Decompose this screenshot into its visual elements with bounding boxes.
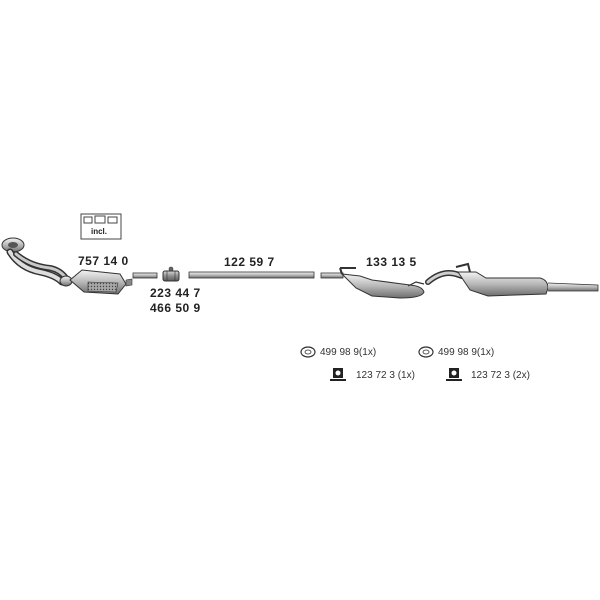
- part-number-clamp-alt: 466 50 9: [150, 301, 201, 315]
- part-number-clamp: 223 44 7: [150, 286, 201, 300]
- ring-part-number: 499 98 9(1x): [320, 347, 377, 358]
- front-pipe: [1, 237, 73, 287]
- pipe-clamp: [162, 266, 180, 282]
- catalytic-converter: [69, 269, 133, 295]
- gasket-kit-icon: [80, 213, 122, 240]
- rubber-ring-icon: [418, 346, 434, 358]
- hanger-part-number: 123 72 3 (2x): [471, 370, 530, 381]
- middle-pipe: [188, 271, 315, 279]
- rear-silencer: [425, 262, 599, 297]
- part-number-middle-pipe: 122 59 7: [224, 255, 275, 269]
- rubber-ring-icon: [300, 346, 316, 358]
- center-silencer: [320, 267, 425, 299]
- part-number-center-silencer: 133 13 5: [366, 255, 417, 269]
- hanger-part-number: 123 72 3 (1x): [356, 370, 415, 381]
- ring-part-number: 499 98 9(1x): [438, 347, 495, 358]
- included-note: incl.: [91, 227, 108, 236]
- rubber-hanger-icon: [446, 368, 462, 381]
- rubber-hanger-icon: [330, 368, 346, 381]
- part-number-catalytic-converter: 757 14 0: [78, 254, 129, 268]
- connector-pipe: [132, 272, 158, 279]
